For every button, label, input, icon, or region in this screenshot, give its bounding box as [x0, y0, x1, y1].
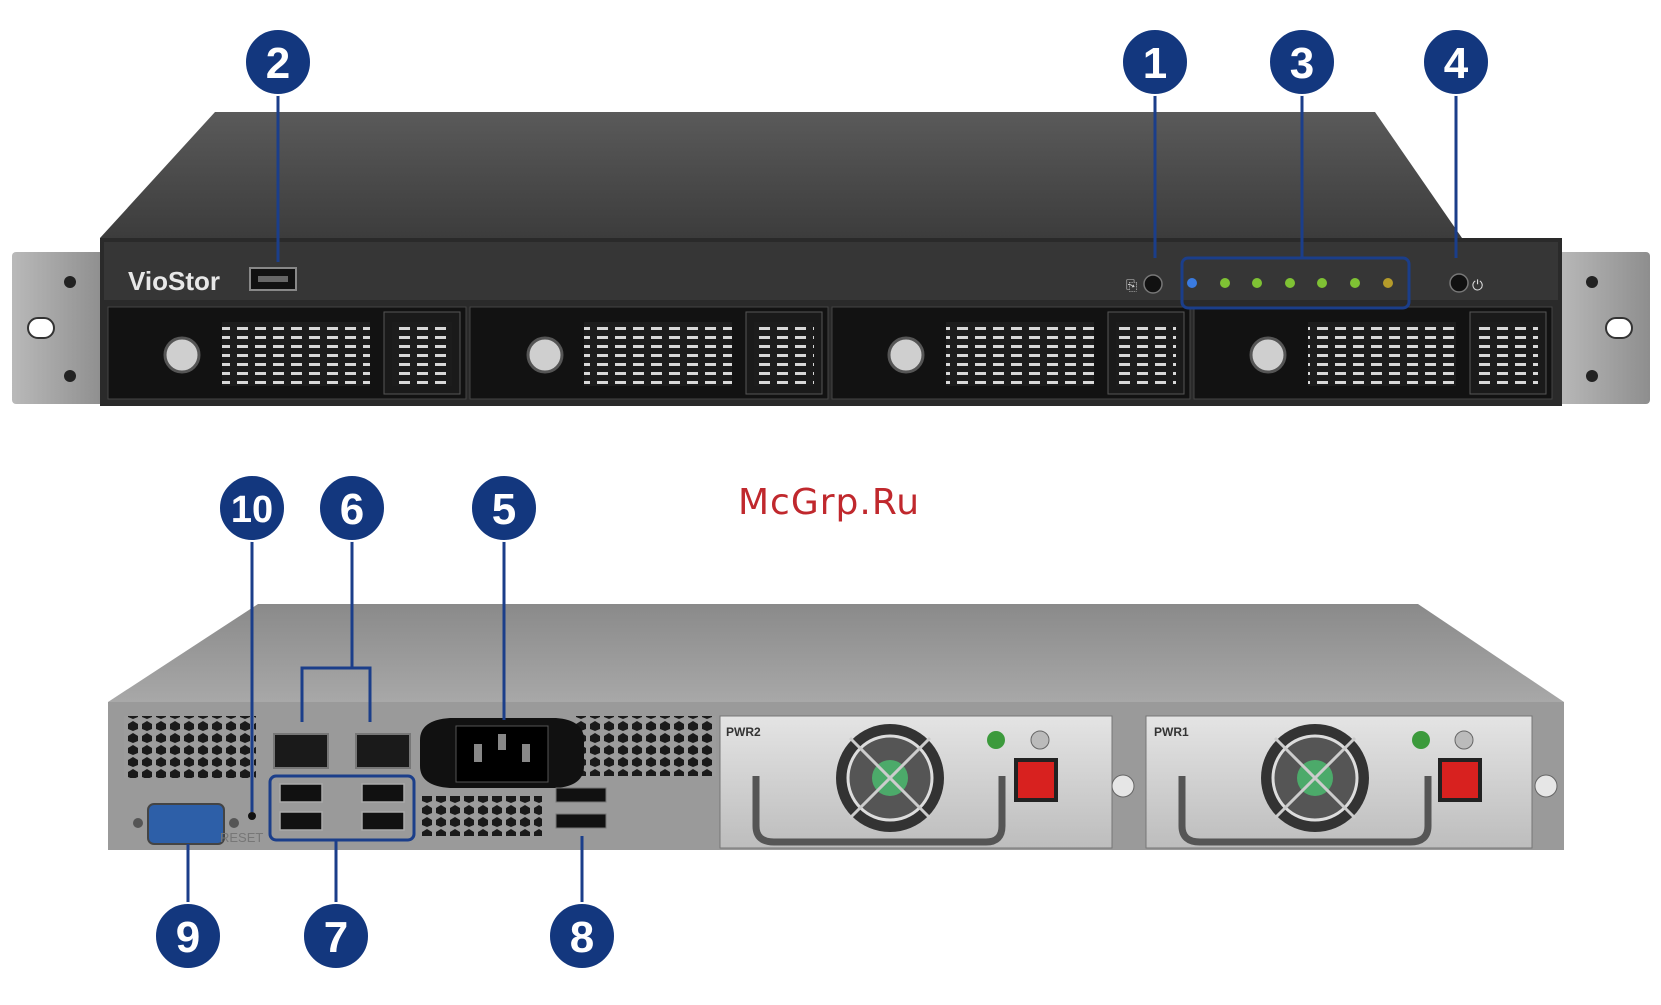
svg-text:⏻: ⏻: [1472, 277, 1483, 293]
psu-2-label: PWR2: [726, 725, 761, 739]
callout-3: 3: [1269, 29, 1335, 95]
drive-tray-4[interactable]: [1194, 307, 1552, 399]
svg-text:3: 3: [1290, 39, 1314, 88]
psu-1-led: [1412, 731, 1430, 749]
callout-1: 1: [1122, 29, 1188, 95]
tray-lock-icon: [1251, 338, 1285, 372]
psu-2-led: [987, 731, 1005, 749]
rear-usb-port-1[interactable]: [280, 784, 322, 802]
psu-1-label: PWR1: [1154, 725, 1189, 739]
tray-lock-icon: [165, 338, 199, 372]
svg-text:9: 9: [176, 913, 200, 962]
power-button[interactable]: [1450, 274, 1468, 292]
esata-port-1[interactable]: [556, 788, 606, 802]
power-supply-2[interactable]: PWR2: [720, 716, 1134, 848]
vga-port[interactable]: [148, 804, 224, 844]
svg-text:6: 6: [340, 485, 364, 534]
svg-text:4: 4: [1444, 39, 1469, 88]
front-chassis-top: [100, 112, 1462, 238]
callout-8: 8: [549, 903, 615, 969]
callout-5: 5: [471, 475, 537, 541]
svg-text:10: 10: [231, 489, 273, 531]
callout-4: 4: [1423, 29, 1489, 95]
right-rack-ear: [1558, 252, 1650, 404]
callout-2: 2: [245, 29, 311, 95]
power-supply-1[interactable]: PWR1: [1146, 716, 1557, 848]
rear-chassis-top: [108, 604, 1564, 702]
svg-text:7: 7: [324, 913, 348, 962]
callout-9: 9: [155, 903, 221, 969]
rear-usb-port-3[interactable]: [362, 784, 404, 802]
callout-10: 10: [219, 475, 285, 541]
drive-tray-2[interactable]: [470, 307, 828, 399]
rear-usb-port-2[interactable]: [280, 812, 322, 830]
tray-lock-icon: [528, 338, 562, 372]
reset-button[interactable]: [248, 812, 256, 820]
svg-text:8: 8: [570, 913, 594, 962]
svg-text:1: 1: [1143, 39, 1167, 88]
esata-port-2[interactable]: [556, 814, 606, 828]
svg-text:5: 5: [492, 485, 516, 534]
svg-text:2: 2: [266, 39, 290, 88]
lan-port-1[interactable]: [274, 734, 328, 768]
svg-text:⎘: ⎘: [1126, 277, 1137, 293]
rear-panel-unit: RESET PWR2: [108, 604, 1564, 850]
reset-label: RESET: [220, 830, 263, 845]
callout-7: 7: [303, 903, 369, 969]
drive-tray-3[interactable]: [832, 307, 1190, 399]
lan-port-2[interactable]: [356, 734, 410, 768]
one-touch-copy-button[interactable]: [1144, 275, 1162, 293]
psu-1-switch[interactable]: [1440, 760, 1480, 800]
rear-usb-port-4[interactable]: [362, 812, 404, 830]
brand-logo: VioStor: [128, 266, 220, 296]
watermark-text: McGrp.Ru: [738, 482, 920, 523]
drive-tray-1[interactable]: [108, 307, 466, 399]
tray-lock-icon: [889, 338, 923, 372]
left-rack-ear: [12, 252, 104, 404]
callout-6: 6: [319, 475, 385, 541]
psu-2-switch[interactable]: [1016, 760, 1056, 800]
